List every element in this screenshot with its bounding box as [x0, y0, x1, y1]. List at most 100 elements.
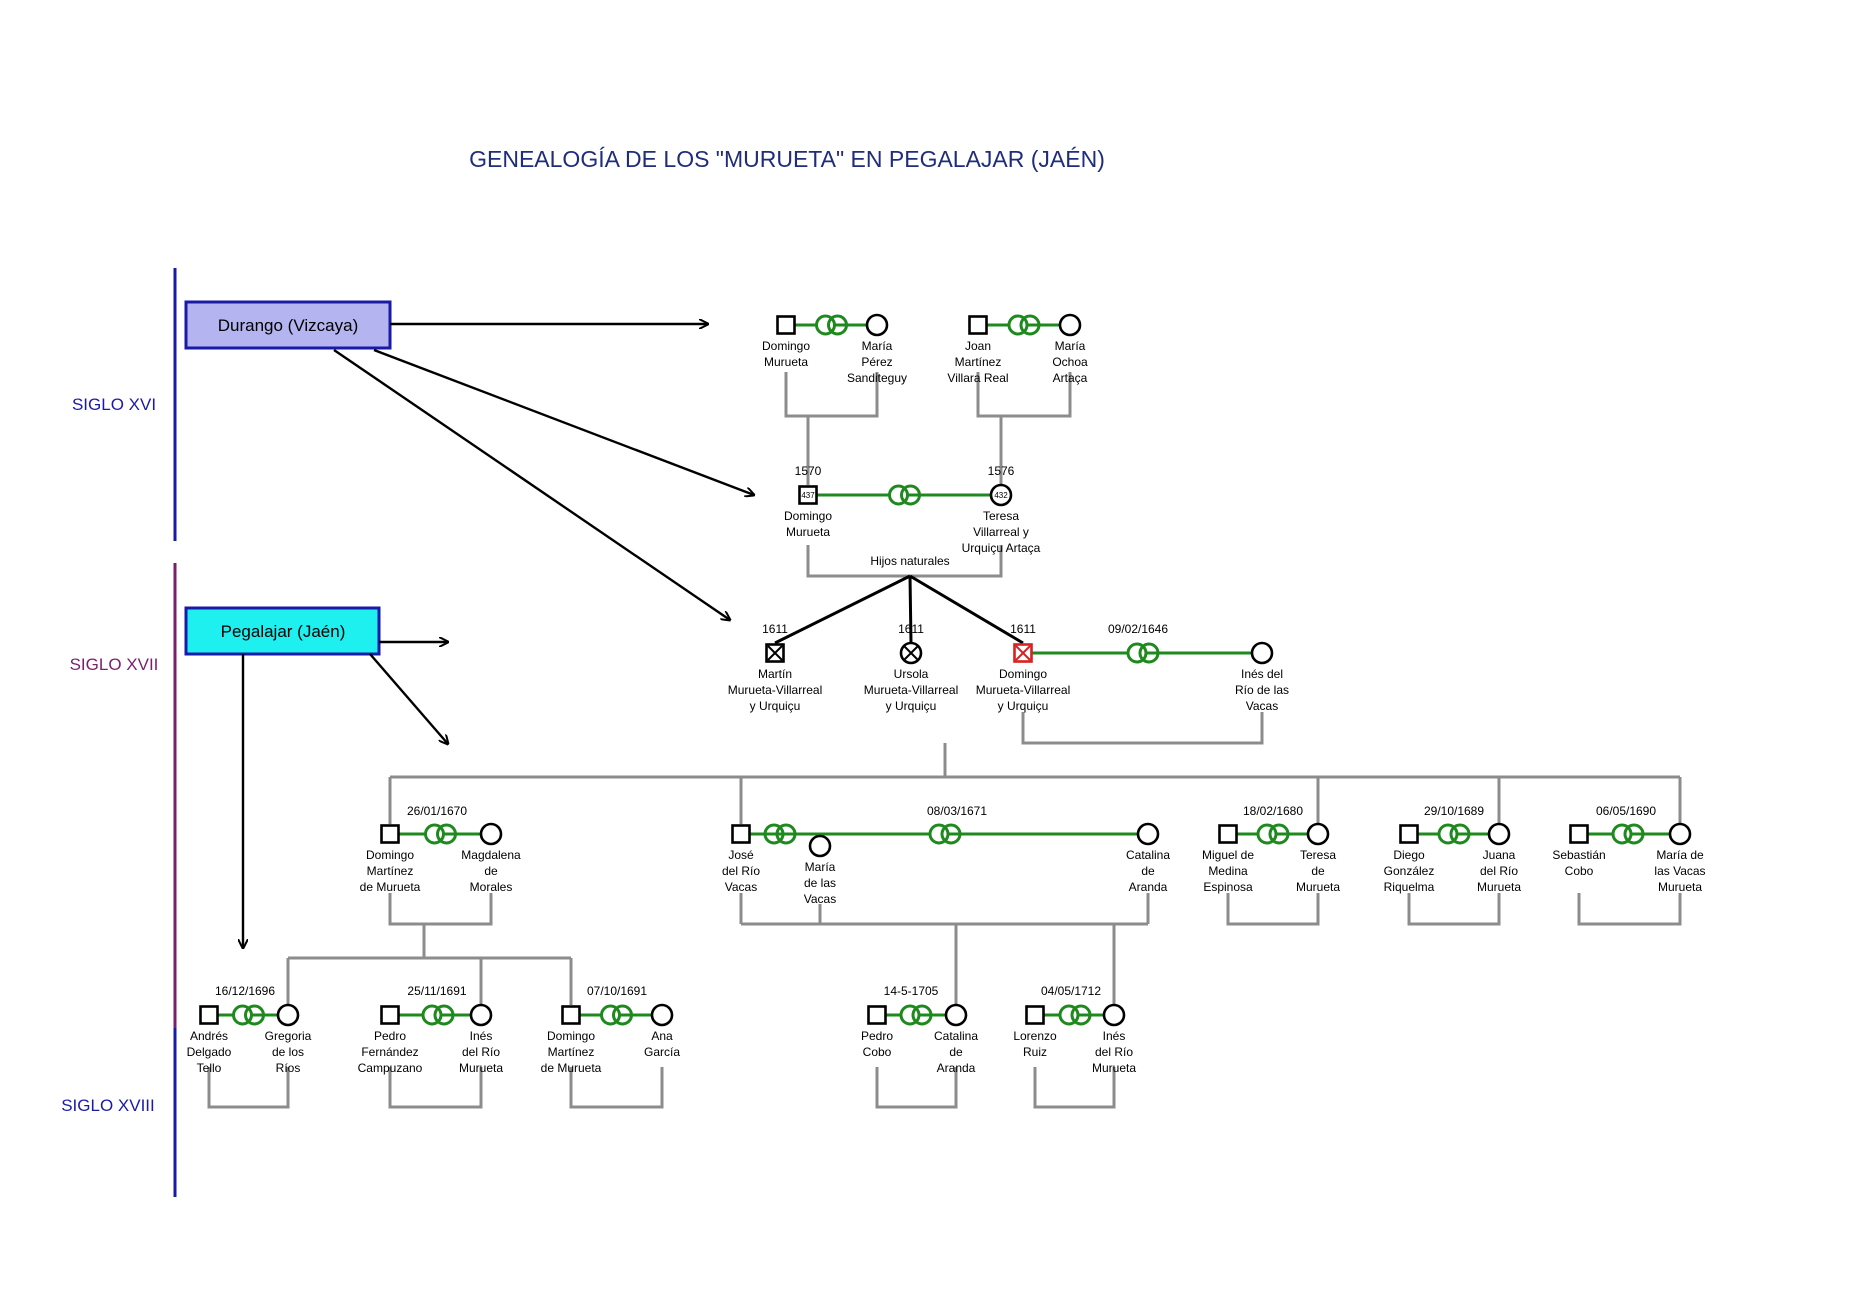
place-pegalajar-box — [184, 606, 381, 656]
male-symbol-icon — [380, 824, 400, 844]
person-name-line: María de — [1656, 848, 1704, 862]
person-name-line: del Río — [462, 1045, 500, 1059]
wedding-ring-icon — [244, 1004, 265, 1026]
person-name-line: Domingo — [762, 339, 810, 353]
marriage-m1 — [786, 314, 877, 336]
person-name-line: de — [1311, 864, 1325, 878]
male-symbol-icon — [1399, 824, 1419, 844]
person-name-line: Murueta — [1296, 880, 1340, 894]
person-name-line: de Murueta — [541, 1061, 602, 1075]
person-name-line: Pedro — [374, 1029, 406, 1043]
descent-bracket-m12 — [388, 1067, 483, 1109]
male-symbol-icon — [561, 1005, 581, 1025]
person-name-line: Martínez — [548, 1045, 595, 1059]
marriage-lines — [209, 314, 1680, 1026]
marriage-m8 — [1228, 823, 1318, 845]
person-name-line: Catalina — [934, 1029, 978, 1043]
person-name-line: Catalina — [1126, 848, 1170, 862]
person-name-line: Teresa — [983, 509, 1019, 523]
marriage-date-m10: 06/05/1690 — [1596, 804, 1656, 818]
person-name-line: García — [644, 1045, 680, 1059]
female-symbol-icon — [469, 1003, 493, 1027]
descent-bracket-m13 — [569, 1067, 664, 1109]
century-label-xvi: SIGLO XVI — [72, 395, 156, 414]
descent-lines — [207, 372, 1682, 1109]
place-durango-label: Durango (Vizcaya) — [218, 316, 358, 335]
descent-bracket-m1 — [784, 372, 879, 418]
century-label-xvii: SIGLO XVII — [70, 655, 159, 674]
person-name-line: Vacas — [1246, 699, 1278, 713]
person-name-line: Martínez — [955, 355, 1002, 369]
wedding-ring-icon — [1623, 823, 1645, 845]
marriage-m12 — [390, 1004, 481, 1026]
place-durango: Durango (Vizcaya) — [184, 300, 392, 350]
wedding-ring-icon — [1449, 823, 1471, 845]
marriage-m11 — [209, 1004, 288, 1026]
person-name-line: Inés — [1103, 1029, 1126, 1043]
wedding-ring-icon — [433, 1004, 455, 1026]
person-name-line: de — [1141, 864, 1155, 878]
male-symbol-icon — [731, 824, 751, 844]
person-name-line: Domingo — [547, 1029, 595, 1043]
marriage-m2 — [978, 314, 1070, 336]
person-name-line: Inés — [470, 1029, 493, 1043]
male-symbol-icon — [776, 315, 796, 335]
person-year: 1570 — [795, 464, 822, 478]
person-name-line: Murueta-Villarreal — [728, 683, 822, 697]
female-symbol-icon — [944, 1003, 968, 1027]
person-name-line: Juana — [1483, 848, 1516, 862]
person-name-line: Lorenzo — [1013, 1029, 1057, 1043]
person-name-line: Domingo — [366, 848, 414, 862]
descent-bracket-m5 — [388, 893, 493, 926]
arrow-durango-gen3 — [333, 349, 730, 620]
wedding-ring-icon — [436, 823, 457, 845]
marriage-m4 — [1023, 642, 1262, 664]
person-name-line: de las — [804, 876, 836, 890]
person-name-line: Espinosa — [1203, 880, 1253, 894]
marriage-m7 — [741, 823, 1148, 845]
female-symbol-icon — [989, 483, 1013, 507]
person-name-line: de los — [272, 1045, 304, 1059]
branch-line-martin — [774, 574, 911, 645]
arrow-pegalajar-down-right — [369, 653, 448, 744]
